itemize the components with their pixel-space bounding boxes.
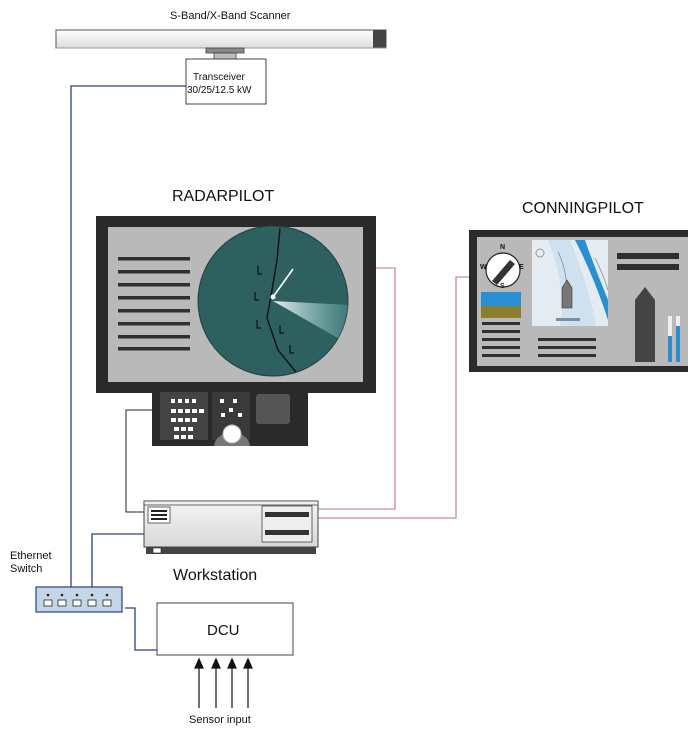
ship-outline-icon [635,287,655,362]
dcu-label: DCU [207,622,240,639]
cable-switch-to-dcu [125,607,157,651]
compass-n-label: N [500,244,506,251]
chart-view [532,240,609,326]
transceiver-power-label: 30/25/12.5 kW [187,85,252,96]
compass-icon [485,252,521,288]
workstation-pc [143,500,319,554]
conningpilot-label: CONNINGPILOT [522,200,644,217]
scanner-label: S-Band/X-Band Scanner [170,10,291,22]
transceiver-box [185,58,267,105]
cable-keyboard-to-pc [125,409,152,513]
trackball [222,424,242,444]
sensor-input-arrows [194,657,253,708]
conning-monitor [469,230,688,372]
cable-radar-video [318,267,396,510]
compass-w-label: W [480,264,487,271]
radar-monitor [96,216,376,393]
ethernet-cables [70,85,186,651]
ethernet-switch [35,586,123,613]
radarpilot-label: RADARPILOT [172,188,275,205]
sensor-input-label: Sensor input [189,714,251,726]
cable-switch-to-workstation [91,533,144,598]
dcu-box [156,602,294,656]
ethernet-switch-label-2: Switch [10,563,43,575]
compass-e-label: E [519,264,524,271]
workstation-label: Workstation [173,567,258,584]
video-cables [318,267,469,519]
transceiver-label: Transceiver [193,72,245,83]
keyboard-trackball [152,386,308,446]
ethernet-switch-label: Ethernet [10,550,52,562]
radar-antenna [55,29,387,60]
cable-conning-video [318,276,469,519]
cable-transceiver-to-switch [70,85,186,598]
compass-s-label: S [500,283,505,290]
